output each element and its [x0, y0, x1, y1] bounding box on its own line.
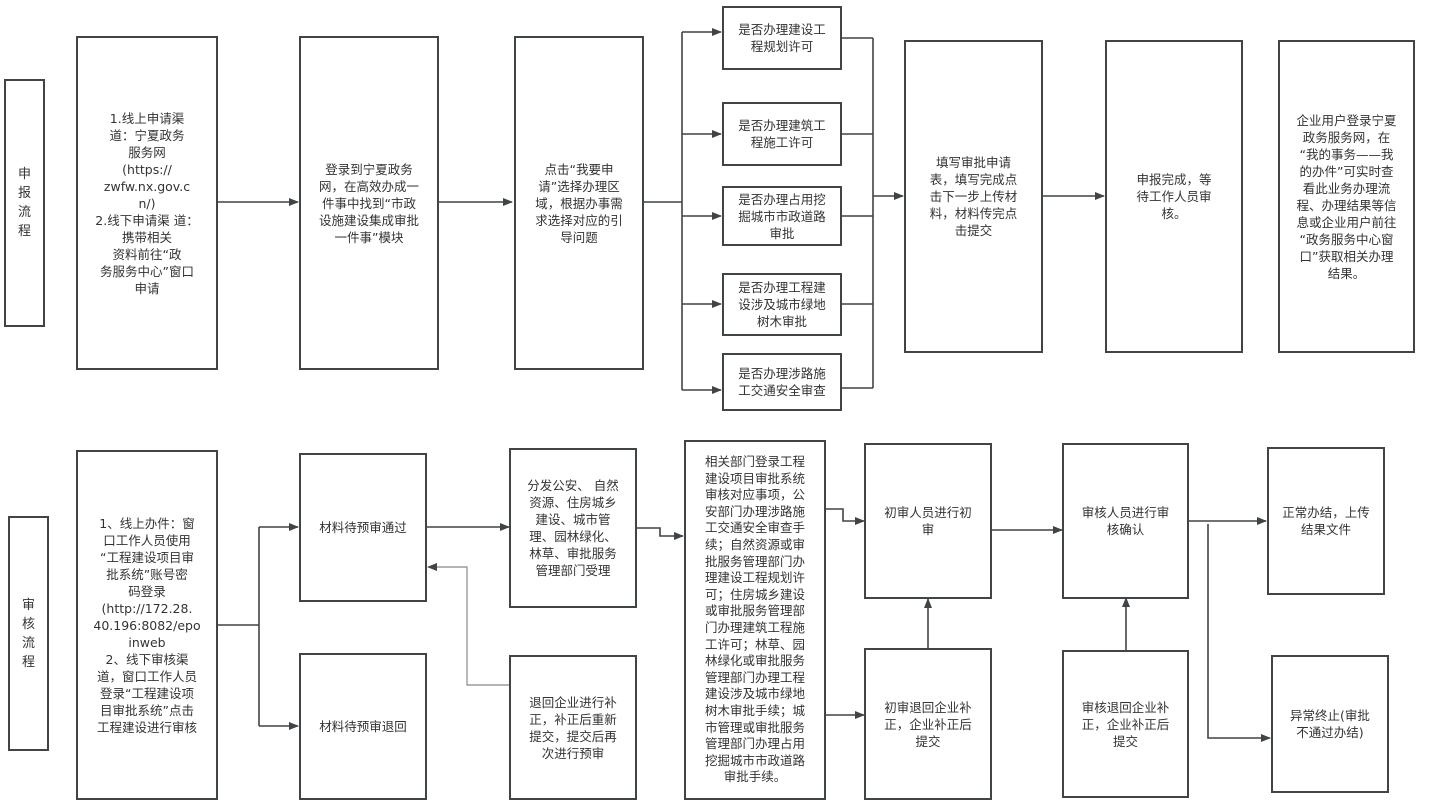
- node-click-apply[interactable]: 点击“我要申 请”选择办理区 域，根据办事需 求选择对应的引 导问题: [514, 36, 644, 370]
- node-question-construction-permit[interactable]: 是否办理建筑工 程施工许可: [722, 102, 842, 166]
- lane-review-process: 审 核 流 程: [8, 516, 49, 751]
- node-department-processing[interactable]: 相关部门登录工程 建设项目审批系统 审核对应事项，公 安部门办理涉路施 工交通安…: [684, 440, 826, 800]
- node-fill-form[interactable]: 填写审批申请 表，填写完成点 击下一步上传材 料，材料传完点 击提交: [904, 40, 1043, 353]
- node-question-greenbelt-trees[interactable]: 是否办理工程建 设涉及城市绿地 树木审批: [722, 273, 842, 336]
- node-login-portal[interactable]: 登录到宁夏政务 网，在高效办成一 件事中找到“市政 设施建设集成审批 一件事”模…: [299, 36, 439, 370]
- edge-final-abnormal: [1207, 524, 1271, 742]
- node-normal-completion[interactable]: 正常办结，上传 结果文件: [1267, 447, 1385, 595]
- node-question-planning-permit[interactable]: 是否办理建设工 程规划许可: [722, 6, 842, 70]
- node-distribute-departments[interactable]: 分发公安、 自然 资源、住房城乡 建设、城市管 理、园林绿化、 林草、审批服务 …: [509, 448, 637, 608]
- node-submitted[interactable]: 申报完成，等 待工作人员审 核。: [1105, 40, 1243, 353]
- node-check-result[interactable]: 企业用户登录宁夏 政务服务网，在 “我的事务——我 的办件”可实时查 看此业务办…: [1278, 40, 1415, 353]
- edge-departments-first: [826, 508, 865, 525]
- lane-apply-process: 申 报 流 程: [4, 79, 45, 327]
- node-final-review[interactable]: 审核人员进行审 核确认: [1062, 443, 1189, 599]
- node-question-road-excavation[interactable]: 是否办理占用挖 掘城市市政道路 审批: [722, 186, 842, 246]
- edge-distribute-departments: [637, 527, 684, 540]
- node-abnormal-termination[interactable]: 异常终止(审批 不通过办结): [1271, 655, 1389, 793]
- node-question-traffic-safety[interactable]: 是否办理涉路施 工交通安全审查: [722, 353, 842, 411]
- node-apply-channels[interactable]: 1.线上申请渠 道：宁夏政务 服务网 (https:// zwfw.nx.gov…: [76, 36, 218, 370]
- node-final-review-return[interactable]: 审核退回企业补 正，企业补正后 提交: [1062, 650, 1189, 798]
- node-return-correction[interactable]: 退回企业进行补 正，补正后重新 提交，提交后再 次进行预审: [509, 655, 637, 800]
- node-review-channels[interactable]: 1、线上办件：窗 口工作人员使用 “工程建设项目审 批系统”账号密 码登录 (h…: [76, 450, 218, 800]
- node-pre-review-return[interactable]: 材料待预审退回: [299, 653, 427, 800]
- edge-returnfix-prepass: [427, 563, 509, 686]
- node-pre-review-pass[interactable]: 材料待预审通过: [299, 453, 427, 602]
- node-first-review[interactable]: 初审人员进行初 审: [864, 443, 992, 599]
- node-first-review-return[interactable]: 初审退回企业补 正，企业补正后 提交: [864, 648, 992, 800]
